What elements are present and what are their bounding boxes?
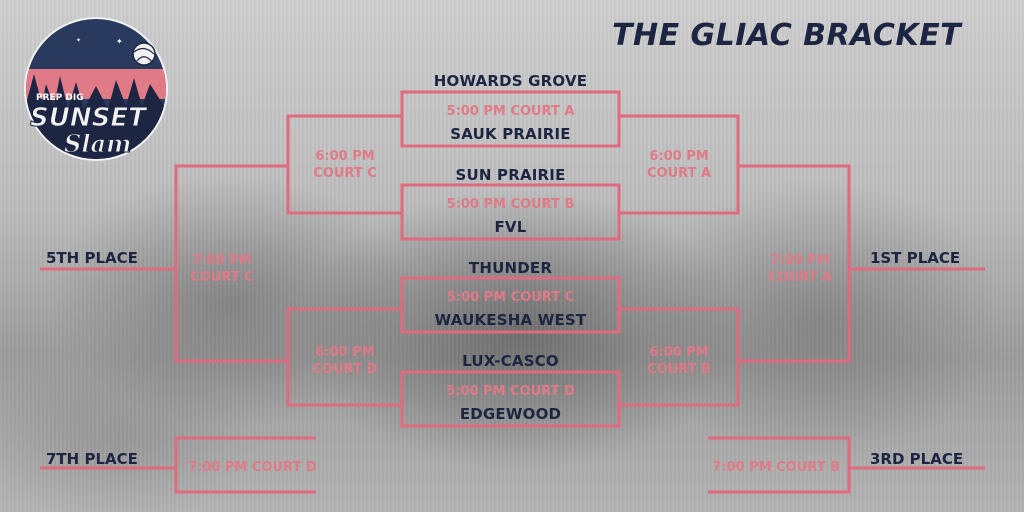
- qf3-time: 5:00 PM COURT C: [446, 290, 575, 305]
- qf1-bottom-team: SAUK PRAIRIE: [450, 125, 571, 143]
- consolation-semi-1-court: COURT C: [313, 166, 377, 181]
- fifth-place-game-court: COURT C: [190, 270, 254, 285]
- seventh-place-label: 7TH PLACE: [46, 450, 138, 468]
- first-place-label: 1ST PLACE: [870, 249, 961, 267]
- svg-text:PREP DIG: PREP DIG: [36, 93, 84, 103]
- svg-text:✦: ✦: [116, 37, 123, 46]
- qf-box-1: [400, 90, 621, 148]
- qf-box-4: [400, 370, 621, 428]
- first-place-game: 7:00 PM COURT A: [760, 252, 840, 286]
- svg-text:✦: ✦: [76, 37, 81, 44]
- qf2-top-team: SUN PRAIRIE: [455, 166, 566, 184]
- winner-semi-1: 6:00 PM COURT A: [634, 148, 724, 182]
- sunset-slam-logo: ✦ ✦ PREP DIG SUNSET Slam: [24, 17, 168, 161]
- qf2-bottom-team: FVL: [494, 218, 527, 236]
- qf4-bottom-team: EDGEWOOD: [459, 405, 562, 423]
- qf2-time: 5:00 PM COURT B: [446, 197, 575, 212]
- winner-semi-1-time: 6:00 PM: [649, 149, 709, 164]
- seventh-place-game-time: 7:00 PM COURT D: [188, 460, 317, 475]
- third-place-label: 3RD PLACE: [870, 450, 964, 468]
- winner-semi-1-court: COURT A: [646, 166, 712, 181]
- winner-semi-2-time: 6:00 PM: [649, 345, 709, 360]
- qf3-bottom-team: WAUKESHA WEST: [434, 311, 587, 329]
- first-place-bracket: [738, 164, 851, 363]
- third-place-game-time: 7:00 PM COURT B: [712, 460, 840, 475]
- first-place-game-time: 7:00 PM: [770, 253, 830, 268]
- consolation-semi-2-time: 6:00 PM: [315, 345, 375, 360]
- qf1-time: 5:00 PM COURT A: [446, 104, 575, 119]
- seventh-place-bracket: [174, 436, 316, 494]
- fifth-place-bracket: [174, 164, 288, 363]
- qf4-top-team: LUX-CASCO: [462, 352, 559, 370]
- qf4-time: 5:00 PM COURT D: [446, 384, 575, 399]
- qf3-top-team: THUNDER: [468, 259, 553, 277]
- svg-text:SUNSET: SUNSET: [30, 103, 148, 133]
- right-semi-bottom-bracket: [619, 307, 740, 407]
- fifth-place-label: 5TH PLACE: [46, 249, 138, 267]
- svg-text:Slam: Slam: [64, 129, 131, 158]
- left-semi-bottom-bracket: [286, 307, 402, 407]
- consolation-semi-1: 6:00 PM COURT C: [300, 148, 390, 182]
- winner-semi-2-court: COURT B: [647, 362, 711, 377]
- third-place-bracket: [708, 436, 851, 494]
- qf1-top-team: HOWARDS GROVE: [433, 72, 588, 90]
- consolation-semi-2: 6:00 PM COURT D: [300, 344, 390, 378]
- qf-box-3: [400, 276, 621, 334]
- page-title: THE GLIAC BRACKET: [612, 18, 962, 53]
- first-place-game-court: COURT A: [767, 270, 833, 285]
- winner-semi-2: 6:00 PM COURT B: [634, 344, 724, 378]
- fifth-place-game-time: 7:00 PM: [192, 253, 252, 268]
- consolation-semi-1-time: 6:00 PM: [315, 149, 375, 164]
- consolation-semi-2-court: COURT D: [312, 362, 378, 377]
- fifth-place-game: 7:00 PM COURT C: [182, 252, 262, 286]
